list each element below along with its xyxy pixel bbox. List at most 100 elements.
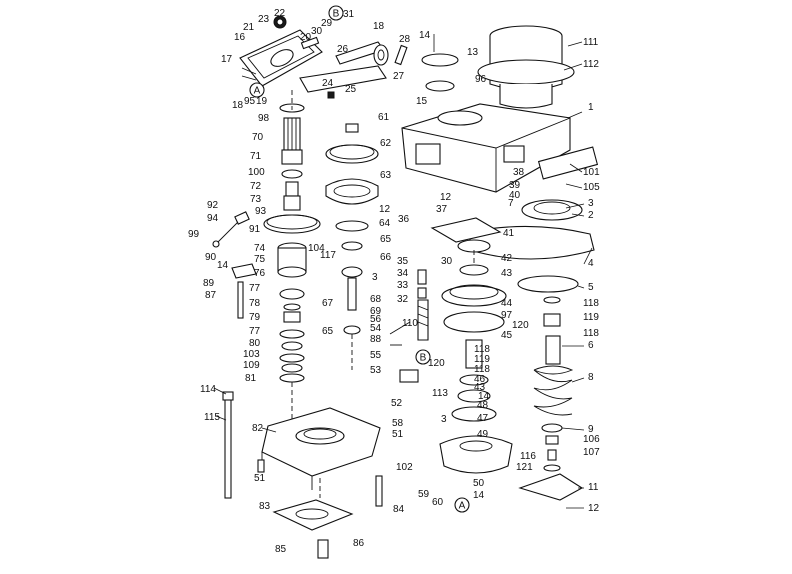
callout-letter: B [420,353,427,364]
part-label: 2 [588,210,594,221]
part-label: 75 [254,254,266,265]
part-label: 77 [249,283,261,294]
part-label: 87 [205,290,217,301]
part-label: 18 [232,100,244,111]
part-label: 92 [207,200,219,211]
part-label: 23 [258,14,270,25]
part-label: 100 [248,167,265,178]
part-label: 19 [256,96,268,107]
part-label: 14 [478,391,490,402]
part-label: 73 [250,194,262,205]
part-label: 83 [259,501,271,512]
callout-letter: B [333,9,340,20]
part-label: 98 [258,113,270,124]
base-casting [257,407,383,559]
part-label: 109 [243,360,260,371]
part-label: 112 [583,59,599,70]
part-label: 54 [370,323,382,334]
spindle-stack [263,90,321,430]
part-label: 43 [474,382,486,393]
part-label: 17 [221,54,233,65]
callout-letter: A [254,86,261,97]
part-label: 52 [391,398,403,409]
part-label: 61 [378,112,390,123]
part-label: 77 [249,326,261,337]
part-label: 88 [370,334,382,345]
part-label: 86 [353,538,365,549]
part-label: 25 [345,84,357,95]
part-label: 95 [244,96,256,107]
part-label: 107 [583,447,600,458]
part-label: 94 [207,213,219,224]
callout-circle: A [454,497,470,513]
part-label: 53 [370,365,382,376]
feed-handle-assembly [212,211,257,499]
part-label: 38 [513,167,525,178]
part-label: 12 [379,204,391,215]
part-label: 14 [217,260,229,271]
part-label: 14 [419,30,431,41]
part-label: 59 [418,489,430,500]
part-label: 62 [380,138,392,149]
callout-circle: B [415,349,431,365]
part-label: 99 [188,229,200,240]
part-label: 13 [467,47,479,58]
part-label: 45 [501,330,513,341]
part-label: 113 [432,388,448,399]
part-label: 69 [370,306,382,317]
part-label: 67 [322,298,334,309]
part-label: 68 [370,294,382,305]
part-label: 120 [512,320,529,331]
pulley-belt-assembly [469,199,595,501]
part-label: 78 [249,298,261,309]
part-label: 91 [249,224,261,235]
head-casting [401,25,599,193]
part-label: 48 [477,400,489,411]
part-label: 72 [250,181,262,192]
callout-ring [415,349,431,365]
part-label: 101 [583,167,600,178]
part-label: 24 [322,78,334,89]
part-label: 103 [243,349,260,360]
part-label: 105 [583,182,600,193]
part-label: 96 [475,74,487,85]
part-label: 118 [583,328,599,339]
part-label: 4 [588,258,594,269]
part-label: 32 [397,294,409,305]
part-label: 110 [402,318,418,329]
callout-circle: A [249,82,265,98]
gearbox-gears [325,123,379,370]
part-label: 21 [243,22,255,33]
part-label: 22 [274,8,286,19]
part-label: 74 [254,243,266,254]
callout-ring [249,82,265,98]
callout-markers: B A B A [249,5,470,513]
part-label: 12 [588,503,600,514]
part-label: 6 [588,340,594,351]
part-label: 120 [428,358,445,369]
part-label: 111 [583,37,599,48]
part-label: 56 [370,314,382,325]
part-label: 26 [337,44,349,55]
part-label: 114 [200,384,216,395]
part-label: 7 [508,198,514,209]
part-label: 90 [205,252,217,263]
part-label: 116 [520,451,536,462]
part-label: 119 [474,354,490,365]
part-label: 9 [588,424,594,435]
part-label: 3 [588,198,594,209]
part-label: 118 [583,298,599,309]
part-label: 60 [432,497,444,508]
callout-ring [454,497,470,513]
part-label: 81 [245,373,257,384]
part-label: 97 [501,310,513,321]
gear-cover-assembly [239,15,408,99]
part-label: 37 [436,204,448,215]
part-label: 51 [392,429,404,440]
part-label: 33 [397,280,409,291]
part-label: 76 [254,268,266,279]
part-label: 121 [516,462,533,473]
part-label: 89 [203,278,215,289]
part-label: 20 [300,32,312,43]
